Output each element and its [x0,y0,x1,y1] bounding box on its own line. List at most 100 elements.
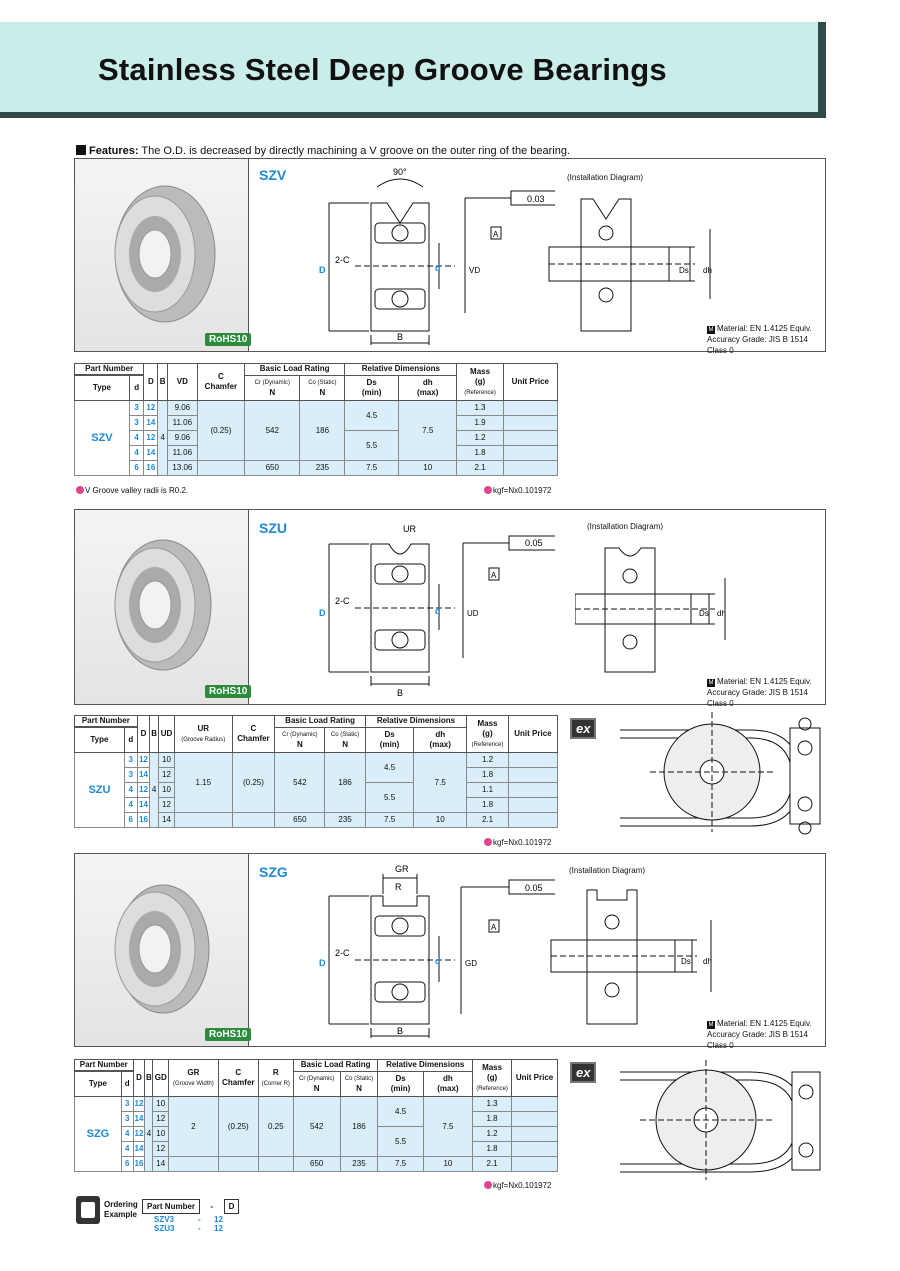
dim-chamfer: 2-C [335,948,350,958]
dh-cell: 10 [397,460,458,476]
GD-cell: 14 [152,1156,169,1172]
table-row: 6 16 13.06 (0.25) 650 235 7.5 10 2.1 [75,460,559,476]
features-label: Features: [89,145,139,157]
C-cell: (0.25) [196,400,246,461]
B-cell: 4 [157,400,168,476]
VD-cell: 11.06 [166,445,198,461]
kgf-text: kgf=Nx0.101972 [493,838,552,847]
mass-cell: 1.2 [456,430,504,446]
mass-label: Mass [477,718,498,728]
chamfer-label: Chamfer [222,1078,255,1087]
col-cr: Cr (Dynamic)N [244,374,301,401]
ordering-pn: SZV3 [154,1215,175,1224]
szv-note: V Groove valley radii is R0.2. [76,486,188,495]
dh-cell: 7.5 [422,1096,474,1157]
r-label: R [272,1067,279,1077]
col-UD: UD [157,715,176,753]
price-cell [511,1156,558,1172]
szu-installation-diagram: Ds dh [575,547,726,673]
R-cell: 0.25 [257,1096,294,1157]
list-item: SZU3-12 [154,1224,223,1233]
mass-label: Mass [470,366,491,376]
ordering-label: Ordering [104,1200,138,1209]
price-cell [502,460,559,476]
material-text: Material: EN 1.4125 Equiv. [717,1019,812,1028]
mass-unit: (g) [486,1072,498,1082]
col-unit-price: Unit Price [507,715,559,753]
dim-d: d [435,263,441,273]
c-label: C [250,724,257,733]
VD-cell: 9.06 [166,430,198,446]
D-cell: 12 [143,430,159,446]
cr-cell: 542 [244,400,301,461]
price-cell [502,415,559,431]
col-UR: UR(Groove Radius) [174,715,233,753]
note-icon [76,486,84,494]
col-part-number: Part Number [74,715,138,728]
ur-sub: (Groove Radius) [181,736,226,743]
d-cell: 4 [123,782,138,798]
szg-section-diagram: GR R D 2-C d GD B 0.05 A [319,864,555,1038]
szu-product-box: RoHS10 SZU UR D 2-C d UD B 0.05 A (Insta… [74,509,826,708]
table-row: 6 16 14 650 235 7.5 10 2.1 [75,812,559,828]
dim-dh: dh [717,609,726,618]
dim-UR: UR [403,524,416,534]
D-cell: 16 [136,812,151,828]
D-cell: 14 [132,1141,146,1157]
mass-ref: (Reference) [464,389,496,396]
kgf-note: kgf=Nx0.101972 [484,486,552,495]
material-text: Material: EN 1.4125 Equiv. [717,677,812,686]
table-row: 4 14 11.06 1.8 [75,445,559,461]
n-label: N [319,388,326,398]
ordering-dash: - [198,1224,201,1233]
table-row: 4 14 12 1.8 [75,1141,558,1157]
GD-cell: 12 [152,1141,169,1157]
n-label: N [296,740,303,750]
col-mass: Mass(g)(Reference) [466,715,509,753]
dh-cell: 10 [422,1156,474,1172]
ordering-d: 12 [214,1224,223,1233]
D-cell: 14 [143,415,159,431]
ordering-dash: - [210,1202,214,1211]
dim-B: B [397,1026,403,1036]
szv-section-diagram: 90° D 2-C d VD B 0.03 A [319,167,555,345]
col-co: Co (Static)N [324,726,366,753]
ds-cell: 4.5 [364,752,415,783]
dh-sub: (max) [437,1083,459,1093]
kgf-text: kgf=Nx0.101972 [493,486,552,495]
col-d: d [128,374,145,401]
GR-cell: 2 [168,1096,219,1157]
col-GD: GD [152,1059,169,1097]
ds-label: Ds [384,729,395,739]
col-ds: Ds(min) [377,1070,424,1097]
dim-VD: VD [469,266,480,275]
accuracy-text: Accuracy Grade: JIS B 1514 Class 0 [707,1030,808,1050]
D-cell: 12 [136,782,151,798]
dim-B: B [397,332,403,342]
col-D: D [143,363,159,401]
tolerance-value: 0.03 [527,194,545,204]
dim-chamfer: 2-C [335,255,350,265]
d-cell: 4 [120,1141,134,1157]
co-cell: 235 [324,812,366,828]
dim-dh: dh [703,266,712,275]
dim-UD: UD [467,609,479,618]
note-icon [484,838,492,846]
price-cell [507,782,559,798]
ordering-col-D: D [223,1199,240,1214]
mass-cell: 2.1 [466,812,509,828]
D-cell: 12 [143,400,159,416]
col-B: B [144,1059,154,1097]
list-item: SZV3-12 [154,1215,223,1224]
col-dh: dh(max) [397,374,458,401]
dim-GD: GD [465,959,477,968]
bearing-photo-icon [114,884,210,1014]
d-cell: 3 [120,1111,134,1127]
ds-sub: (min) [361,387,382,397]
ordering-col-part-number: Part Number [142,1199,201,1214]
mass-cell: 2.1 [472,1156,513,1172]
square-bullet-icon [76,145,86,155]
UD-cell: 12 [157,797,176,813]
col-type: Type [74,726,125,753]
